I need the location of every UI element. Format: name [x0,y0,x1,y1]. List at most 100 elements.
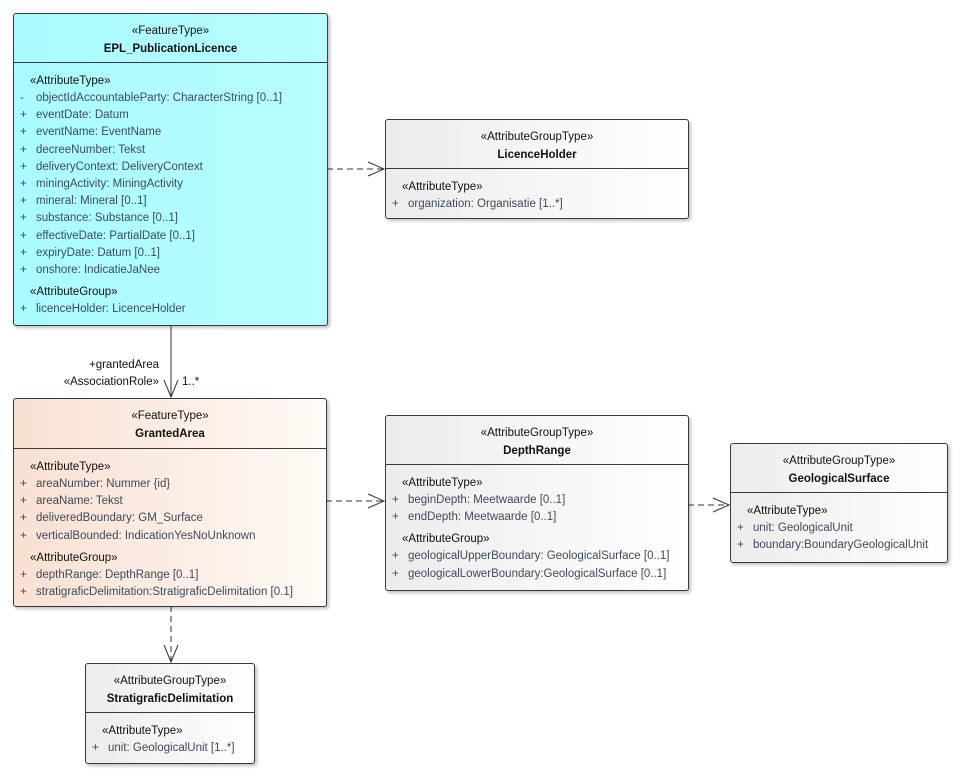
attribute-text: beginDepth: Meetwaarde [0..1] [408,494,566,506]
attribute-text: miningActivity: MiningActivity [36,178,183,191]
attribute-row: + areaName: Tekst [14,493,326,510]
attribute-row: +unit: GeologicalUnit [731,520,947,537]
attribute-group-label: «AttributeGroup» [402,533,490,546]
attribute-group-label: «AttributeType» [30,75,111,87]
attribute-row: +deliveryContext: DeliveryContext [14,159,327,176]
attribute-text: endDepth: Meetwaarde [0..1] [408,511,557,524]
visibility-marker: + [20,478,27,490]
visibility-marker: + [392,494,399,506]
attribute-group-label: «AttributeType» [402,477,483,489]
visibility-marker: + [20,586,27,599]
attribute-row: + effectiveDate: PartialDate [0..1] [14,228,327,245]
class-name: GrantedArea [135,428,205,440]
visibility-marker: + [20,512,27,525]
class-grantedarea[interactable]: «FeatureType»GrantedArea«AttributeType»+… [13,398,327,607]
attribute-row: +organization: Organisatie [1..*] [386,196,688,213]
attribute-text: expiryDate: Datum [0..1] [36,246,160,259]
class-attributes: «AttributeType»+areaNumber: Nummer {id}+… [14,449,326,601]
visibility-marker: + [392,567,399,580]
class-stereotype: «FeatureType» [131,25,210,37]
class-licenceholder[interactable]: «AttributeGroupType»LicenceHolder«Attrib… [385,119,689,219]
attribute-text: deliveryContext: DeliveryContext [36,160,203,173]
attribute-row: + miningActivity: MiningActivity [14,176,327,193]
visibility-marker: + [20,126,27,139]
attribute-group-label: «AttributeType» [30,461,111,473]
class-attributes: «AttributeType»+unit: GeologicalUnit+bou… [731,493,947,554]
visibility-marker: - [20,92,24,104]
class-name: DepthRange [503,445,571,457]
class-stratigraficdelimitation[interactable]: «AttributeGroupType» StratigraficDelimita… [85,663,255,764]
attribute-row: + deliveredBoundary: GM_Surface [14,510,326,527]
class-attributes: «AttributeType»+organization: Organisati… [386,169,688,213]
attribute-row: +decreeNumber: Tekst [14,142,327,159]
class-geologicalsurface[interactable]: «AttributeGroupType»GeologicalSurface«At… [730,443,948,563]
visibility-marker: + [20,229,27,242]
attribute-text: geologicalLowerBoundary:GeologicalSurfac… [408,567,667,580]
attribute-group-label: «AttributeType» [747,505,828,517]
visibility-marker: + [392,511,399,524]
attribute-row: + boundary:BoundaryGeologicalUnit [731,537,947,554]
attribute-text: boundary:BoundaryGeologicalUnit [753,539,929,552]
visibility-marker: + [20,178,27,191]
class-stereotype: «AttributeGroupType» [480,427,594,439]
class-attributes: «AttributeType»+ unit: GeologicalUnit [1.… [86,713,254,757]
attribute-text: unit: GeologicalUnit [1..*] [108,742,235,754]
attribute-group-label: «AttributeGroup» [30,551,118,564]
class-name: StratigraficDelimitation [106,693,234,705]
class-stereotype: «AttributeGroupType» [480,131,594,143]
attribute-text: stratigraficDelimitation:StratigraficDel… [36,586,293,599]
class-stereotype: «AttributeGroupType» [113,675,227,687]
attribute-row: +expiryDate: Datum [0..1] [14,245,327,262]
arrowhead-open [712,497,731,513]
class-epl-publicationlicence[interactable]: «FeatureType»EPL_PublicationLicence «Attr… [13,13,328,326]
attribute-row: +licenceHolder: LicenceHolder [14,301,327,318]
attribute-text: verticalBounded: IndicationYesNoUnknown [36,529,256,542]
class-header: «AttributeGroupType»LicenceHolder [386,120,688,169]
attribute-text: organization: Organisatie [1..*] [408,198,563,210]
association-role-name: +grantedArea [88,359,159,371]
visibility-marker: + [20,143,27,156]
class-header: «AttributeGroupType» GeologicalSurface [731,444,947,493]
class-name: GeologicalSurface [788,473,890,485]
attribute-row: + beginDepth: Meetwaarde [0..1] [386,492,688,509]
attribute-row: + unit: GeologicalUnit [1..*] [86,740,254,757]
visibility-marker: + [20,109,27,122]
class-stereotype: «AttributeGroupType» [782,455,896,467]
visibility-marker: + [20,495,27,508]
attribute-row: + substance: Substance [0..1] [14,210,327,227]
attribute-group-label: «AttributeGroup» [30,286,118,299]
attribute-text: mineral: Mineral [0..1] [36,195,147,208]
visibility-marker: + [20,264,27,277]
attribute-row: + stratigraficDelimitation:StratigraficDe… [14,584,326,601]
attribute-text: substance: Substance [0..1] [36,212,178,225]
class-attributes: «AttributeType»+beginDepth: Meetwaarde [… [386,465,688,583]
visibility-marker: + [20,568,27,581]
class-header: «AttributeGroupType» StratigraficDelimita… [86,664,254,713]
class-header: «FeatureType»EPL_PublicationLicence [14,14,327,63]
association-role-stereotype: «AssociationRole» [63,376,159,388]
visibility-marker: + [20,195,27,208]
attribute-row: +areaNumber: Nummer {id} [14,476,326,493]
visibility-marker: + [392,550,399,563]
association-multiplicity: 1..* [182,376,200,388]
class-stereotype: «FeatureType» [131,410,209,422]
visibility-marker: + [20,303,27,316]
attribute-row: -objectIdAccountableParty: CharacterStri… [14,90,327,107]
attribute-text: effectiveDate: PartialDate [0..1] [36,229,195,242]
visibility-marker: + [737,522,744,534]
attribute-text: onshore: IndicatieJaNee [36,264,161,277]
arrowhead-open [163,379,179,399]
visibility-marker: + [92,742,99,754]
attribute-row: +verticalBounded: IndicationYesNoUnknown [14,528,326,545]
attribute-row: +eventName: EventName [14,124,327,141]
class-depthrange[interactable]: «AttributeGroupType» DepthRange «Attribute… [385,415,689,591]
visibility-marker: + [737,539,744,552]
attribute-row: + geologicalUpperBoundary: GeologicalSurf… [386,548,688,565]
attribute-text: deliveredBoundary: GM_Surface [36,512,203,525]
attribute-text: areaName: Tekst [36,495,123,508]
visibility-marker: + [20,212,27,225]
attribute-group-label: «AttributeType» [102,725,183,737]
attribute-text: geologicalUpperBoundary: GeologicalSurfa… [408,550,670,563]
attribute-text: depthRange: DepthRange [0..1] [36,568,199,581]
